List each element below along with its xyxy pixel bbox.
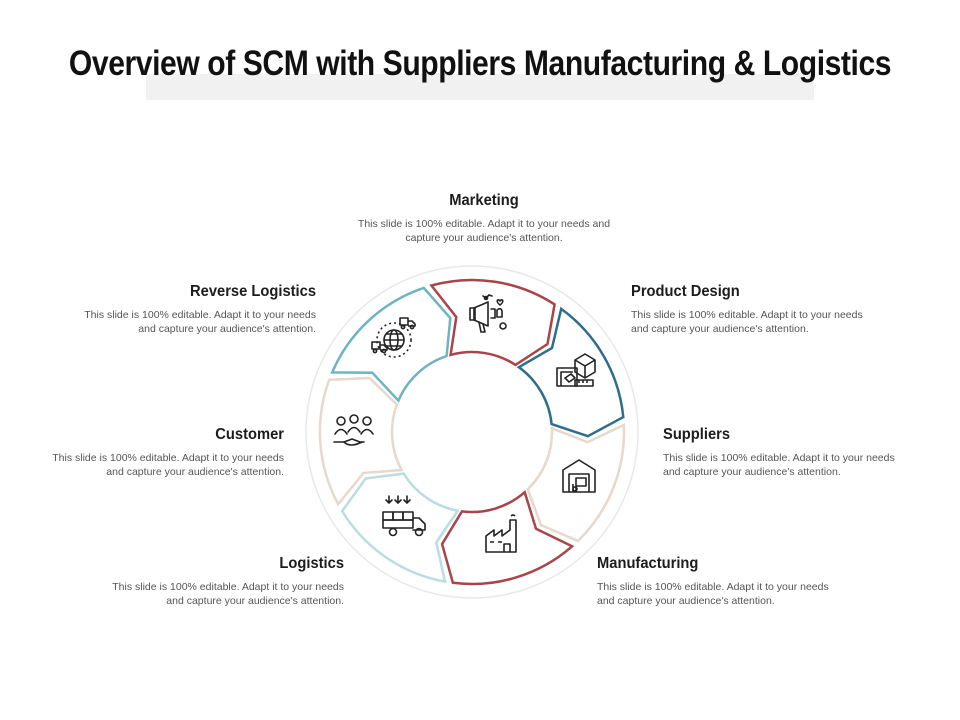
description-product-design: This slide is 100% editable. Adapt it to… [631, 309, 863, 335]
segment-marketing [429, 278, 556, 367]
heading-suppliers: Suppliers [663, 426, 731, 443]
megaphone-icon [469, 294, 507, 333]
label-marketing: Marketing This slide is 100% editable. A… [346, 192, 622, 245]
label-logistics: Logistics This slide is 100% editable. A… [94, 555, 344, 608]
customers-hand-icon [333, 414, 374, 446]
product-box-icon [556, 353, 596, 387]
globe-trucks-icon [371, 317, 416, 358]
segment-reverse-logistics [330, 286, 452, 403]
description-customer: This slide is 100% editable. Adapt it to… [52, 452, 284, 478]
title-highlight-band [146, 74, 814, 100]
cycle-icons [333, 294, 596, 553]
heading-marketing: Marketing [449, 192, 519, 209]
page-title: Overview of SCM with Suppliers Manufactu… [68, 44, 892, 83]
heading-reverse-logistics: Reverse Logistics [190, 283, 316, 300]
outer-ring [305, 265, 639, 599]
heading-product-design: Product Design [631, 283, 740, 300]
label-reverse-logistics: Reverse Logistics This slide is 100% edi… [66, 283, 316, 336]
heading-logistics: Logistics [279, 555, 344, 572]
heading-customer: Customer [215, 426, 284, 443]
description-logistics: This slide is 100% editable. Adapt it to… [112, 581, 344, 607]
segment-customer [318, 376, 404, 507]
label-suppliers: Suppliers This slide is 100% editable. A… [663, 426, 913, 479]
label-product-design: Product Design This slide is 100% editab… [631, 283, 881, 336]
warehouse-icon [562, 459, 596, 493]
description-suppliers: This slide is 100% editable. Adapt it to… [663, 452, 895, 478]
description-marketing: This slide is 100% editable. Adapt it to… [357, 218, 611, 244]
label-manufacturing: Manufacturing This slide is 100% editabl… [597, 555, 847, 608]
label-customer: Customer This slide is 100% editable. Ad… [34, 426, 284, 479]
segment-manufacturing [440, 489, 575, 586]
factory-icon [485, 514, 517, 553]
delivery-truck-icon [382, 495, 426, 537]
description-reverse-logistics: This slide is 100% editable. Adapt it to… [84, 309, 316, 335]
cycle-segments [318, 278, 626, 586]
heading-manufacturing: Manufacturing [597, 555, 699, 572]
description-manufacturing: This slide is 100% editable. Adapt it to… [597, 581, 829, 607]
